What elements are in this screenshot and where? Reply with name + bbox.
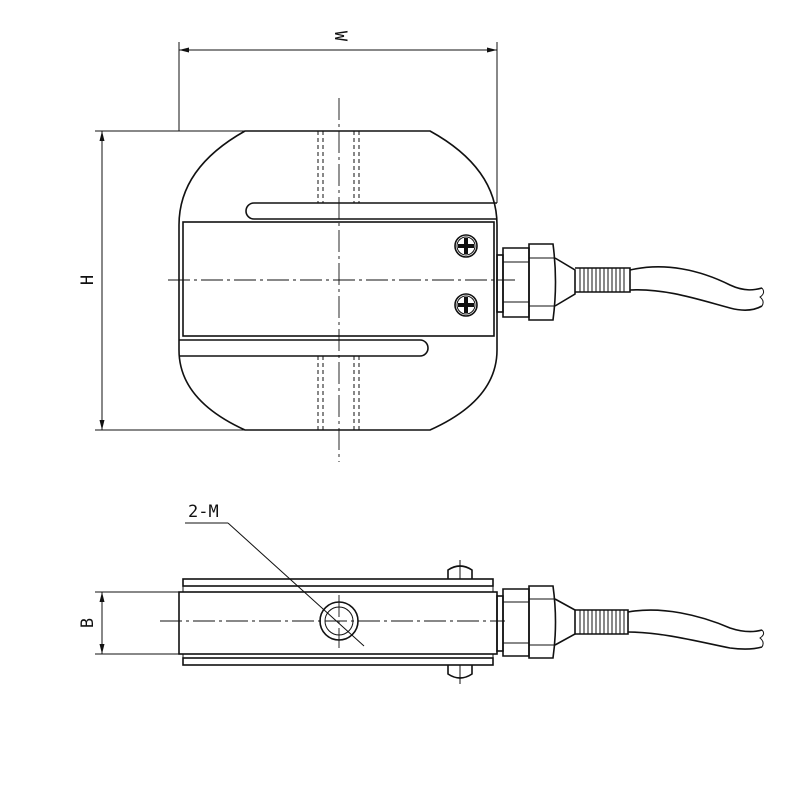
cable <box>627 631 763 650</box>
dimension-width <box>178 42 498 203</box>
cable-gland <box>496 585 629 659</box>
cover-plate <box>182 221 495 337</box>
dimension-height <box>95 130 245 431</box>
front-body-outline <box>178 130 498 431</box>
bottom-slot <box>179 339 429 357</box>
top-slot <box>245 202 497 220</box>
bottom-flange <box>182 657 494 666</box>
front-view: W H <box>78 31 765 462</box>
cable <box>627 609 763 633</box>
dimension-label-b: B <box>78 618 98 628</box>
dimension-thickness <box>95 591 179 655</box>
cable <box>629 288 763 311</box>
screw-head-icon <box>447 560 473 579</box>
thread-label: 2-M <box>188 502 219 522</box>
dimension-label-h: H <box>78 275 98 285</box>
cable-gland <box>496 243 631 321</box>
screw-head-icon <box>447 665 473 684</box>
leader-line <box>185 522 365 647</box>
dimension-label-w: W <box>330 31 350 42</box>
cable <box>629 266 763 291</box>
screw-icon <box>454 293 478 317</box>
screw-icon <box>454 234 478 258</box>
side-view: B 2-M <box>78 502 765 684</box>
top-flange <box>182 578 494 587</box>
